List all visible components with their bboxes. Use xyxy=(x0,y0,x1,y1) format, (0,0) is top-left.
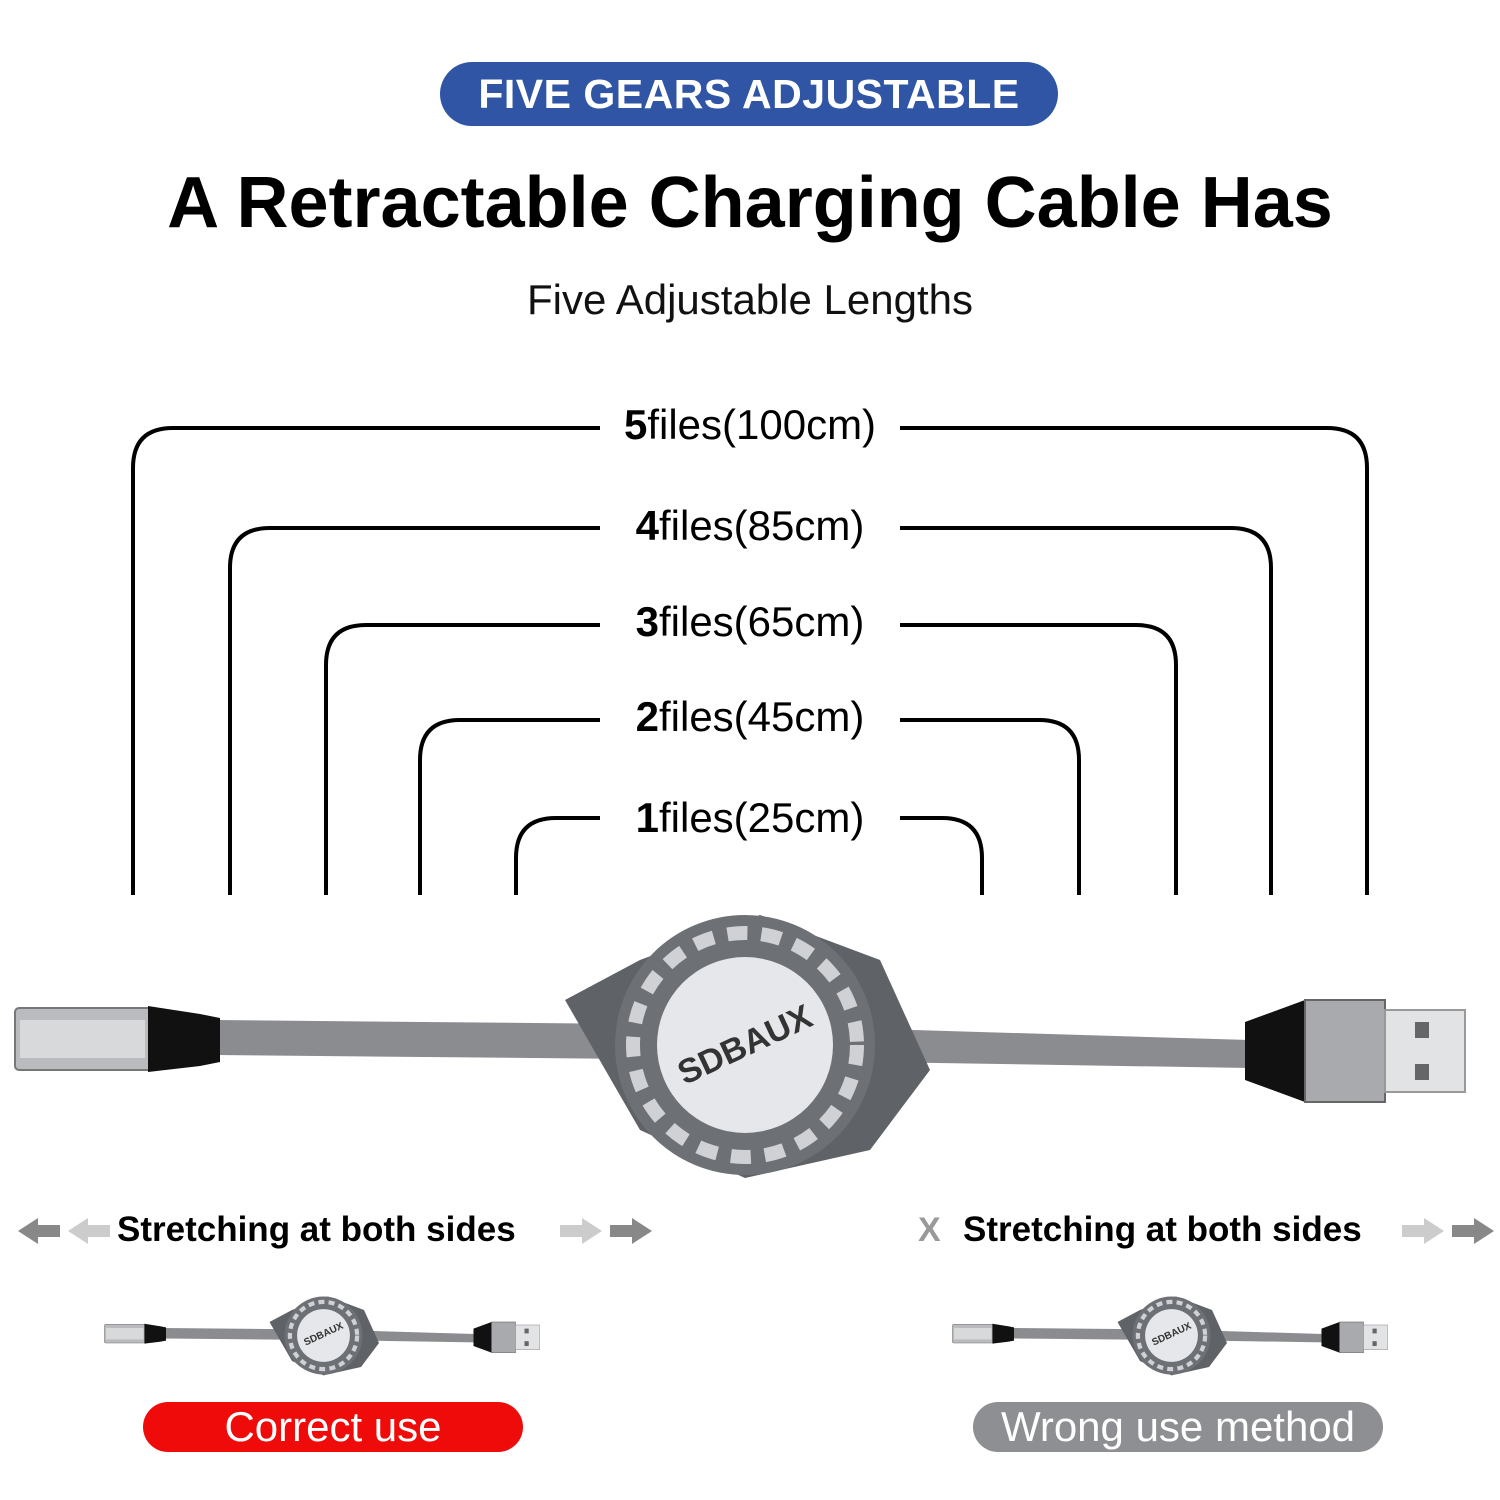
wrong-use-badge: Wrong use method xyxy=(973,1402,1383,1452)
x-mark-icon: X xyxy=(918,1211,941,1249)
page-title: A Retractable Charging Cable Has xyxy=(167,163,1333,243)
page-subtitle: Five Adjustable Lengths xyxy=(527,276,973,323)
correct-use-badge: Correct use xyxy=(143,1402,523,1452)
length-label-1: 1files(25cm) xyxy=(600,793,900,843)
arrow-icons xyxy=(18,1218,1494,1244)
correct-caption: Stretching at both sides xyxy=(117,1210,516,1249)
length-label-5: 5files(100cm) xyxy=(600,400,900,450)
feature-badge: FIVE GEARS ADJUSTABLE xyxy=(440,62,1058,126)
length-label-4: 4files(85cm) xyxy=(600,501,900,551)
wrong-caption: Stretching at both sides xyxy=(963,1210,1362,1249)
length-label-2: 2files(45cm) xyxy=(600,692,900,742)
length-label-3: 3files(65cm) xyxy=(600,597,900,647)
